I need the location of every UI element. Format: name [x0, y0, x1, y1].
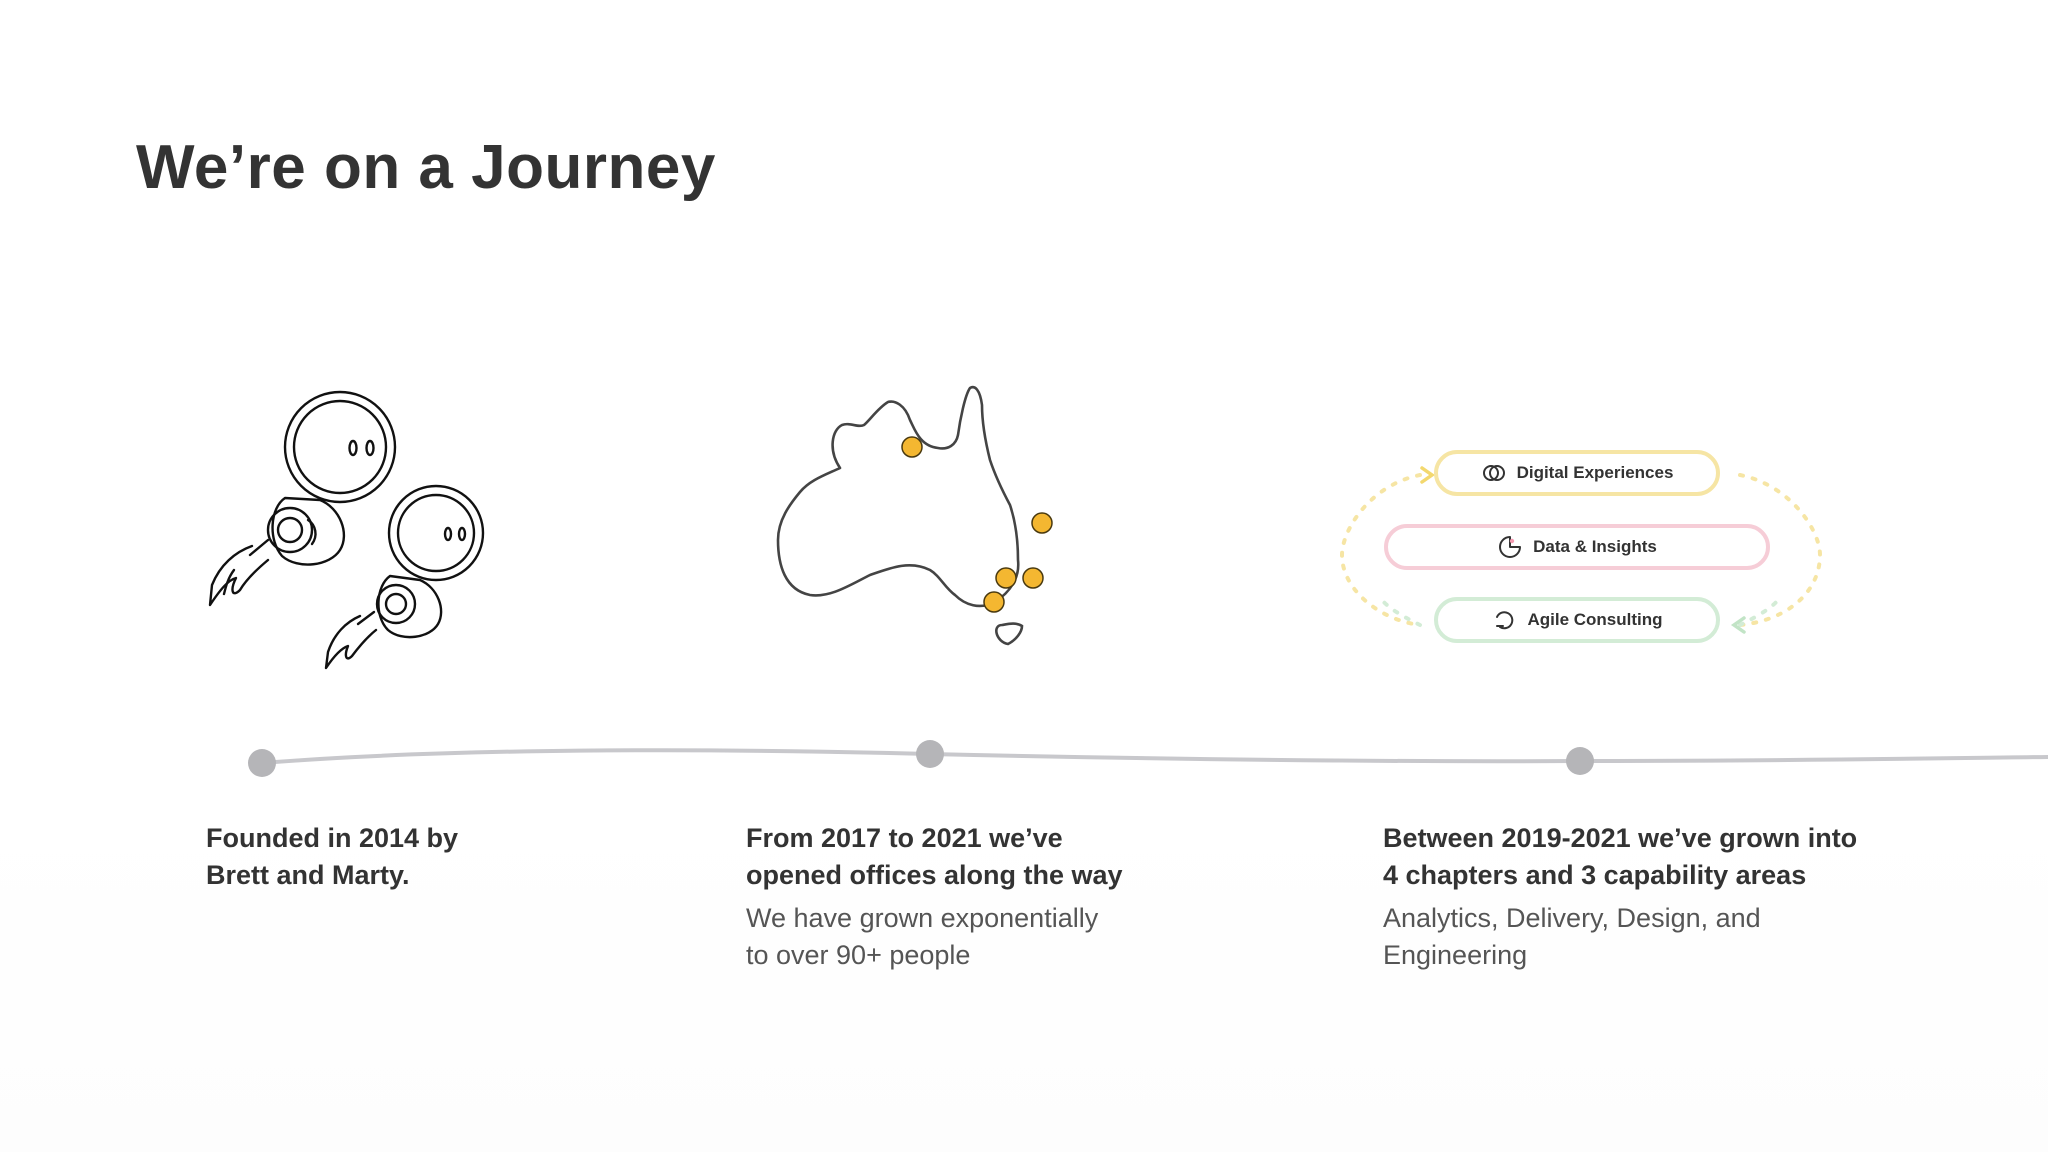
capability-digital-experiences: Digital Experiences — [1434, 450, 1720, 496]
milestone-body: We have grown exponentially to over 90+ … — [746, 903, 1099, 970]
timeline-line — [260, 748, 2048, 765]
office-marker-darwin — [901, 436, 923, 458]
cycle-arrow-icon — [1496, 611, 1514, 630]
australia-map-illustration — [776, 385, 1053, 646]
milestone-heading: From 2017 to 2021 we’ve opened offices a… — [746, 823, 1123, 890]
office-marker-sydney — [1022, 567, 1044, 589]
milestone-heading: Between 2019-2021 we’ve grown into 4 cha… — [1383, 823, 1858, 890]
capability-label: Data & Insights — [1533, 537, 1657, 556]
capability-agile-consulting: Agile Consulting — [1434, 597, 1720, 643]
australia-outline — [776, 385, 1020, 608]
office-marker-brisbane — [1031, 512, 1053, 534]
capability-label: Digital Experiences — [1516, 463, 1674, 482]
office-markers — [901, 436, 1053, 613]
office-marker-canberra — [995, 567, 1017, 589]
capability-label: Agile Consulting — [1527, 610, 1663, 629]
timeline-node — [1566, 747, 1594, 775]
milestone-body: Analytics, Delivery, Design, and Enginee… — [1383, 903, 1761, 970]
tasmania-outline — [995, 622, 1024, 646]
capability-cycle-arrows — [1339, 466, 1823, 634]
milestone-founding: Founded in 2014 by Brett and Marty. — [206, 820, 686, 894]
office-marker-melbourne — [983, 591, 1005, 613]
milestone-offices: From 2017 to 2021 we’ve opened offices a… — [746, 820, 1226, 974]
capability-data-insights: Data & Insights — [1384, 524, 1770, 570]
astronauts-illustration — [208, 390, 485, 670]
milestone-chapters: Between 2019-2021 we’ve grown into 4 cha… — [1383, 820, 1943, 974]
page-title: We’re on a Journey — [136, 133, 716, 202]
timeline-node — [916, 740, 944, 768]
milestone-heading: Founded in 2014 by Brett and Marty. — [206, 823, 459, 890]
timeline-node — [248, 749, 276, 777]
pie-chart-icon — [1499, 536, 1522, 558]
overlapping-circles-icon — [1482, 465, 1505, 481]
journey-timeline — [248, 740, 2048, 777]
